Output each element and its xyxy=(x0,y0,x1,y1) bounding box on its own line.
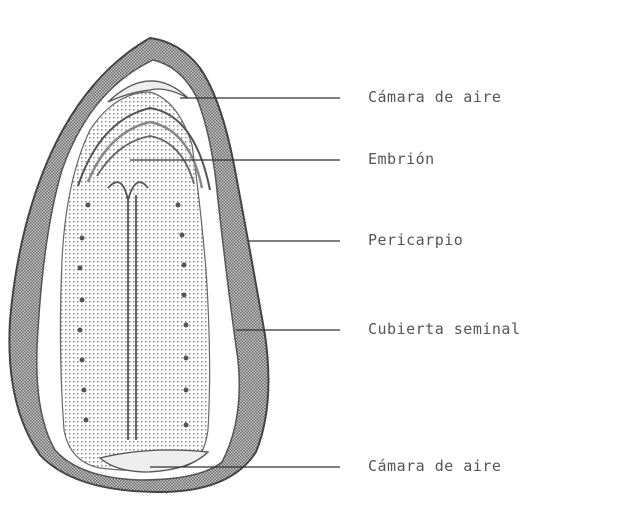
label-pericarp: Pericarpio xyxy=(368,231,463,249)
label-bottom-air-chamber: Cámara de aire xyxy=(368,457,501,475)
label-seed-coat: Cubierta seminal xyxy=(368,320,521,338)
label-embryo: Embrión xyxy=(368,150,435,168)
label-top-air-chamber: Cámara de aire xyxy=(368,88,501,106)
